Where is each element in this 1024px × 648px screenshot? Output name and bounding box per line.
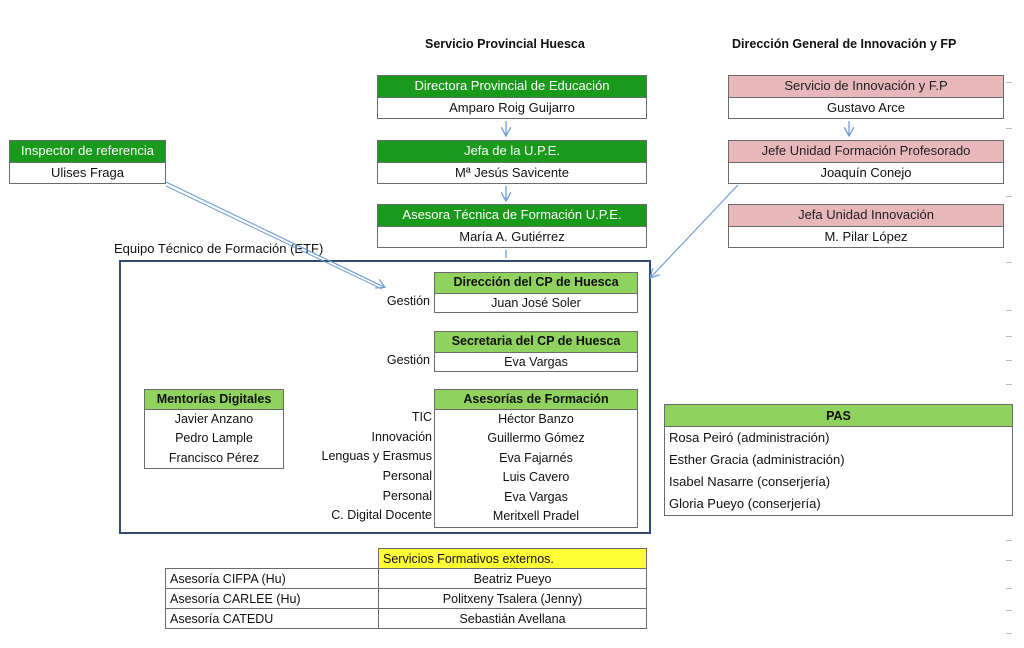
box-title: Jefa de la U.P.E. — [378, 141, 646, 162]
pas-item: Esther Gracia (administración) — [669, 452, 845, 467]
pas-item: Rosa Peiró (administración) — [669, 430, 830, 445]
asesor-item: Luis Cavero — [502, 470, 570, 484]
edge-dash — [1006, 336, 1012, 337]
table-cell: Asesoría CIFPA (Hu) — [165, 568, 379, 589]
area-label: Lenguas y Erasmus — [321, 449, 432, 463]
table-title: Servicios Formativos externos. — [378, 548, 647, 569]
box-jefa-unidad-innovacion: Jefa Unidad Innovación M. Pilar López — [728, 204, 1004, 248]
asesor-item: Eva Fajarnés — [499, 450, 573, 465]
asesorias-areas: TIC Innovación Lenguas y Erasmus Persona… — [296, 409, 432, 527]
header-servicio-provincial: Servicio Provincial Huesca — [425, 37, 585, 51]
direccion-role: Gestión — [386, 294, 430, 308]
edge-dash — [1006, 633, 1012, 634]
box-servicio-innovacion: Servicio de Innovación y F.P Gustavo Arc… — [728, 75, 1004, 119]
box-jefa-upe: Jefa de la U.P.E. Mª Jesús Savicente — [377, 140, 647, 184]
edge-dash — [1006, 360, 1012, 361]
box-asesora-tecnica: Asesora Técnica de Formación U.P.E. Marí… — [377, 204, 647, 248]
edge-dash — [1006, 128, 1012, 129]
area-label: C. Digital Docente — [331, 508, 432, 522]
edge-dash — [1006, 262, 1012, 263]
asesor-item: Guillermo Gómez — [487, 431, 585, 445]
secretaria-role: Gestión — [386, 353, 430, 367]
box-title: Secretaria del CP de Huesca — [435, 332, 637, 352]
edge-dash — [1006, 310, 1012, 311]
mentor-item: Javier Anzano — [174, 411, 254, 426]
box-name: Joaquín Conejo — [729, 162, 1003, 183]
edge-dash — [1006, 610, 1012, 611]
box-jefe-unidad-formacion: Jefe Unidad Formación Profesorado Joaquí… — [728, 140, 1004, 184]
area-label: TIC — [411, 410, 432, 424]
edge-dash — [1006, 540, 1012, 541]
header-direccion-general: Dirección General de Innovación y FP — [732, 37, 957, 51]
table-servicios-externos: Servicios Formativos externos. Asesoría … — [165, 548, 647, 629]
box-name: Juan José Soler — [435, 292, 637, 313]
area-label: Personal — [382, 489, 432, 503]
edge-dash — [1006, 82, 1012, 83]
etf-container — [119, 260, 651, 534]
direccion-role-wrap: Gestión — [300, 293, 430, 313]
area-label: Innovación — [371, 430, 432, 444]
box-asesorias-formacion: Asesorías de Formación Héctor Banzo Guil… — [434, 389, 638, 528]
box-name: Ulises Fraga — [10, 162, 165, 183]
table-cell: Politxeny Tsalera (Jenny) — [378, 588, 647, 609]
area-label: Personal — [382, 469, 432, 483]
box-directora-provincial: Directora Provincial de Educación Amparo… — [377, 75, 647, 119]
box-title: Jefe Unidad Formación Profesorado — [729, 141, 1003, 162]
box-name: Mª Jesús Savicente — [378, 162, 646, 183]
box-title: Asesora Técnica de Formación U.P.E. — [378, 205, 646, 226]
edge-dash — [1006, 196, 1012, 197]
arrow-dg — [651, 184, 739, 277]
box-name: María A. Gutiérrez — [378, 226, 646, 247]
box-title: Servicio de Innovación y F.P — [729, 76, 1003, 97]
box-title: Mentorías Digitales — [145, 390, 283, 410]
asesor-item: Meritxell Pradel — [492, 509, 580, 523]
table-cell: Sebastián Avellana — [378, 608, 647, 629]
box-name: Gustavo Arce — [729, 97, 1003, 118]
box-inspector: Inspector de referencia Ulises Fraga — [9, 140, 166, 184]
asesor-item: Héctor Banzo — [498, 411, 574, 426]
edge-dash — [1006, 588, 1012, 589]
pas-item: Gloria Pueyo (conserjería) — [669, 496, 821, 511]
box-pas: PAS Rosa Peiró (administración) Esther G… — [664, 404, 1013, 516]
pas-item: Isabel Nasarre (conserjería) — [669, 474, 831, 489]
box-name: Eva Vargas — [435, 351, 637, 372]
box-direccion-cp: Dirección del CP de Huesca Juan José Sol… — [434, 272, 638, 313]
table-cell: Beatriz Pueyo — [378, 568, 647, 589]
box-title: Asesorías de Formación — [435, 390, 637, 410]
table-row: Asesoría CIFPA (Hu) Beatriz Pueyo — [165, 568, 647, 589]
edge-dash — [1006, 384, 1012, 385]
table-cell: Asesoría CATEDU — [165, 608, 379, 629]
box-title: PAS — [665, 405, 1012, 427]
secretaria-role-wrap: Gestión — [300, 352, 430, 372]
table-row: Servicios Formativos externos. — [166, 548, 647, 569]
table-row: Asesoría CARLEE (Hu) Politxeny Tsalera (… — [165, 588, 647, 609]
box-title: Jefa Unidad Innovación — [729, 205, 1003, 226]
mentor-item: Pedro Lample — [175, 431, 253, 445]
box-name: M. Pilar López — [729, 226, 1003, 247]
edge-dash — [1006, 560, 1012, 561]
table-row: Asesoría CATEDU Sebastián Avellana — [165, 608, 647, 629]
asesor-item: Eva Vargas — [504, 489, 568, 504]
box-title: Inspector de referencia — [10, 141, 165, 162]
mentor-item: Francisco Pérez — [168, 450, 260, 465]
box-mentorias-digitales: Mentorías Digitales Javier Anzano Pedro … — [144, 389, 284, 469]
box-name: Amparo Roig Guijarro — [378, 97, 646, 118]
box-title: Dirección del CP de Huesca — [435, 273, 637, 293]
table-cell: Asesoría CARLEE (Hu) — [165, 588, 379, 609]
box-title: Directora Provincial de Educación — [378, 76, 646, 97]
table-cell — [166, 549, 379, 569]
etf-label: Equipo Técnico de Formación (ETF) — [114, 241, 324, 256]
box-secretaria-cp: Secretaria del CP de Huesca Eva Vargas — [434, 331, 638, 372]
